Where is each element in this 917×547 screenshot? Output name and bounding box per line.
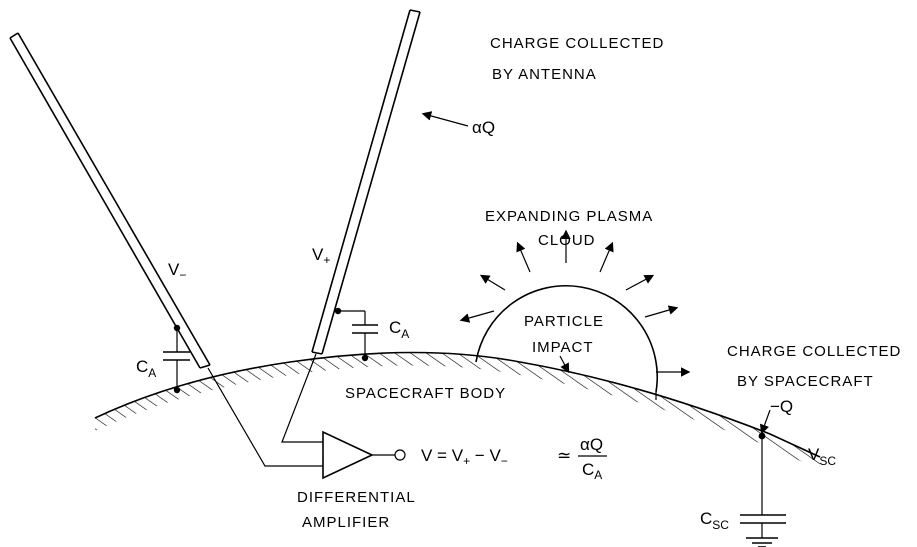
differential-amplifier-label-line2: AMPLIFIER: [302, 514, 390, 531]
capacitor-ca-left: [163, 324, 190, 394]
charge-spacecraft-label-line2: BY SPACECRAFT: [737, 373, 874, 390]
plasma-cloud-label-line1: EXPANDING PLASMA: [485, 208, 653, 225]
spacecraft-body-surface: [94, 351, 821, 470]
svg-text:V = V+ − V−: V = V+ − V−: [421, 446, 508, 468]
minus-q-label: −Q: [770, 397, 793, 416]
svg-text:αQ: αQ: [580, 435, 603, 454]
differential-amplifier-label-line1: DIFFERENTIAL: [297, 489, 416, 506]
svg-text:CA: CA: [582, 460, 602, 482]
alpha-q-leader: [421, 111, 469, 127]
spacecraft-body-label: SPACECRAFT BODY: [345, 385, 506, 402]
particle-impact-label-line1: PARTICLE: [524, 313, 604, 330]
minus-q-leader: [759, 409, 771, 435]
charge-antenna-label-line1: CHARGE COLLECTED: [490, 35, 664, 52]
v-plus-label: V+: [312, 245, 330, 267]
ca-left-label: CA: [136, 357, 156, 380]
capacitor-csc: [740, 432, 786, 547]
alpha-q-label: αQ: [472, 118, 495, 137]
plasma-cloud-label-line2: CLOUD: [538, 232, 596, 249]
csc-label: CSC: [700, 509, 729, 532]
expanding-plasma-cloud: [459, 229, 691, 400]
charge-antenna-label-line2: BY ANTENNA: [492, 66, 597, 83]
amplifier-wiring: [207, 353, 323, 467]
particle-impact-label-line2: IMPACT: [532, 339, 594, 356]
ca-right-label: CA: [389, 318, 409, 341]
capacitor-ca-right: [334, 307, 378, 362]
vsc-label: VSC: [808, 445, 836, 468]
right-antenna: [311, 9, 421, 355]
differential-amplifier: [322, 430, 406, 480]
svg-text:≃: ≃: [557, 446, 571, 465]
plasma-arrows: [459, 229, 691, 377]
output-equation: V = V+ − V− ≃ αQ CA: [421, 435, 607, 482]
v-minus-label: V−: [168, 260, 186, 282]
left-antenna: [9, 32, 211, 369]
charge-spacecraft-label-line1: CHARGE COLLECTED: [727, 343, 901, 360]
